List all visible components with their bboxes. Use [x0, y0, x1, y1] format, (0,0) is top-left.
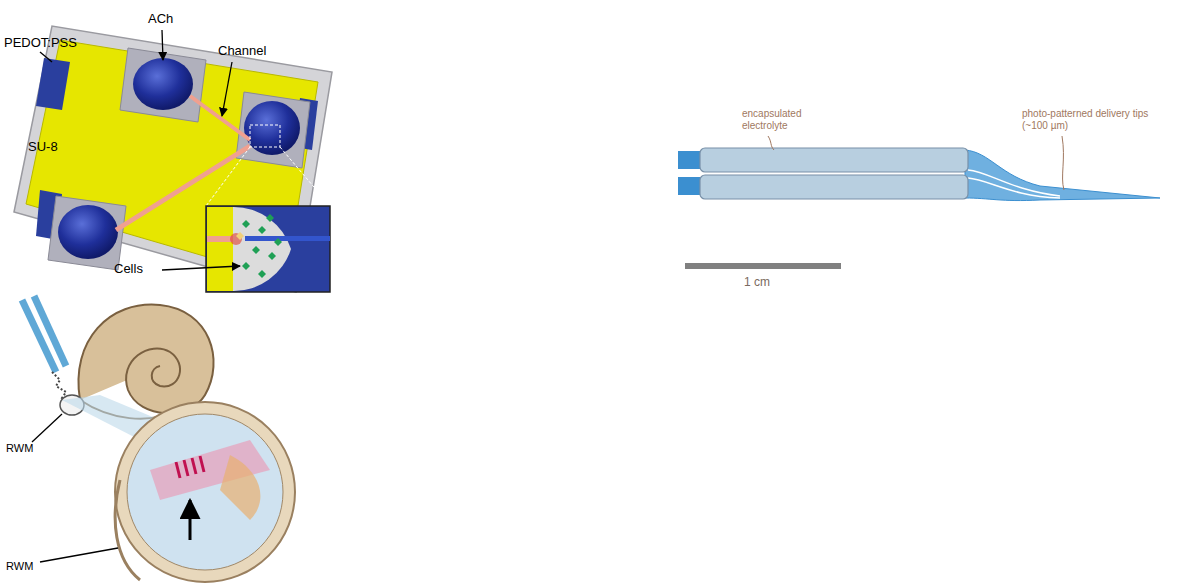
part-label: 1 cm	[744, 276, 770, 290]
part-label: ACh	[148, 12, 173, 27]
scale-bar	[685, 263, 841, 269]
leader-line	[768, 136, 774, 150]
part-label: photo-patterned delivery tips (~100 µm)	[1022, 108, 1152, 131]
leader-line	[162, 30, 163, 60]
leader-line	[40, 548, 118, 562]
chip-device	[14, 26, 332, 292]
leader-line	[222, 62, 232, 116]
part-label: Channel	[218, 44, 266, 59]
part-label: encapsulated electrolyte	[742, 108, 812, 131]
cochlea-illustration	[22, 296, 295, 582]
leader-line	[40, 52, 52, 62]
part-label: SU-8	[28, 140, 58, 155]
leader-line	[162, 266, 240, 270]
part-label: Cells	[114, 262, 143, 277]
part-label: RWM	[6, 560, 33, 573]
part-label: RWM	[6, 442, 33, 455]
leader-line	[1062, 136, 1064, 190]
leader-line	[32, 414, 62, 442]
delivery-device	[678, 148, 1160, 201]
part-label: PEDOT:PSS	[4, 36, 77, 51]
